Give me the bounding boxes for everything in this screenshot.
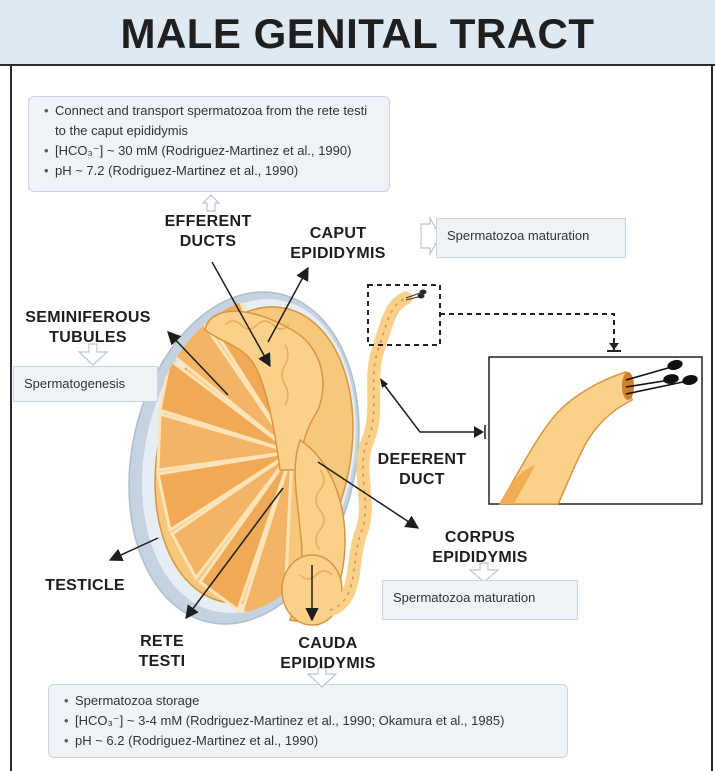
label-line: SEMINIFEROUS (16, 308, 160, 328)
label-line: TESTI (112, 652, 212, 672)
label-cauda-epididymis: CAUDA EPIDIDYMIS (268, 634, 388, 674)
label-line: EPIDIDYMIS (278, 244, 398, 264)
label-efferent-ducts: EFFERENT DUCTS (148, 212, 268, 252)
label-line: CAUDA (268, 634, 388, 654)
label-line: CAPUT (278, 224, 398, 244)
label-deferent-duct: DEFERENT DUCT (362, 450, 482, 490)
label-line: TUBULES (16, 328, 160, 348)
label-rete-testi: RETE TESTI (112, 632, 212, 672)
label-line: RETE (112, 632, 212, 652)
note-corpus-maturation: Spermatozoa maturation (382, 580, 578, 620)
label-line: DUCT (362, 470, 482, 490)
label-corpus-epididymis: CORPUS EPIDIDYMIS (420, 528, 540, 568)
label-line: EPIDIDYMIS (420, 548, 540, 568)
label-testicle: TESTICLE (30, 576, 140, 596)
label-line: DUCTS (148, 232, 268, 252)
zoom-connector (440, 314, 614, 350)
note-spermatogenesis: Spermatogenesis (13, 366, 158, 402)
label-line: EPIDIDYMIS (268, 654, 388, 674)
label-caput-epididymis: CAPUT EPIDIDYMIS (278, 224, 398, 264)
label-line: DEFERENT (362, 450, 482, 470)
label-seminiferous-tubules: SEMINIFEROUS TUBULES (16, 308, 160, 348)
hollow-arrow-icon (203, 195, 219, 211)
note-caput-maturation: Spermatozoa maturation (436, 218, 626, 258)
label-line: EFFERENT (148, 212, 268, 232)
deferent-duct-pointer (382, 382, 482, 432)
label-line: CORPUS (420, 528, 540, 548)
